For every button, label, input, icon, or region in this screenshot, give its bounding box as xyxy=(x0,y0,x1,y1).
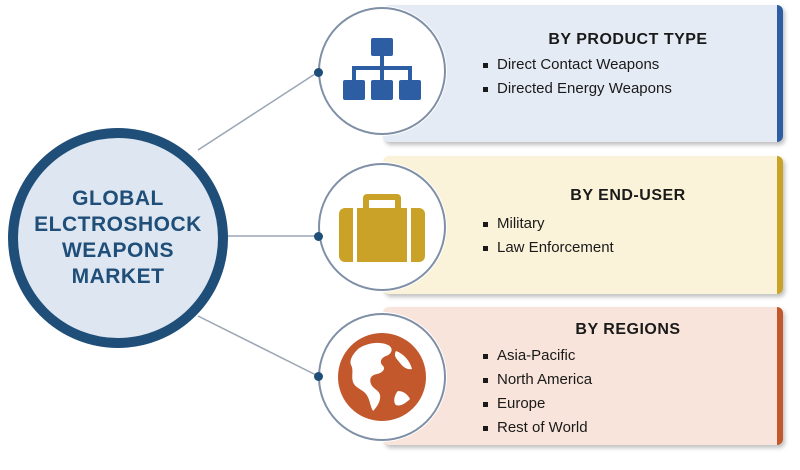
segment-list: Asia-Pacific North America Europe Rest o… xyxy=(483,344,592,440)
segment-title: BY PRODUCT TYPE xyxy=(548,31,708,48)
segment-card-regions: BY REGIONS Asia-Pacific North America Eu… xyxy=(383,307,783,445)
connector-dot xyxy=(314,232,323,241)
segment-card-product-type: BY PRODUCT TYPE Direct Contact Weapons D… xyxy=(383,5,783,142)
connector-dot xyxy=(314,372,323,381)
regions-icon-circle xyxy=(318,313,446,441)
product-type-icon-circle xyxy=(318,7,446,135)
list-item: Rest of World xyxy=(483,416,592,440)
list-item: Asia-Pacific xyxy=(483,344,592,368)
segment-list: Military Law Enforcement xyxy=(483,212,614,260)
list-item: Law Enforcement xyxy=(483,236,614,260)
market-title: GLOBAL ELCTROSHOCK WEAPONS MARKET xyxy=(23,186,213,290)
end-user-icon-circle xyxy=(318,163,446,291)
segment-list: Direct Contact Weapons Directed Energy W… xyxy=(483,53,672,101)
market-title-line: GLOBAL xyxy=(72,187,164,210)
globe-icon xyxy=(338,333,426,421)
market-title-line: WEAPONS xyxy=(61,239,174,262)
list-item: Europe xyxy=(483,392,592,416)
list-item: Military xyxy=(483,212,614,236)
connector-dot xyxy=(314,68,323,77)
list-item: Direct Contact Weapons xyxy=(483,53,672,77)
segment-title: BY REGIONS xyxy=(575,321,681,338)
market-title-line: MARKET xyxy=(71,265,165,288)
market-title-line: ELCTROSHOCK xyxy=(34,213,202,236)
list-item: North America xyxy=(483,368,592,392)
briefcase-icon xyxy=(339,194,425,262)
hierarchy-icon xyxy=(343,38,421,100)
market-center-circle: GLOBAL ELCTROSHOCK WEAPONS MARKET xyxy=(8,128,228,348)
segment-title: BY END-USER xyxy=(570,187,686,204)
segment-card-end-user: BY END-USER Military Law Enforcement xyxy=(383,156,783,294)
list-item: Directed Energy Weapons xyxy=(483,77,672,101)
